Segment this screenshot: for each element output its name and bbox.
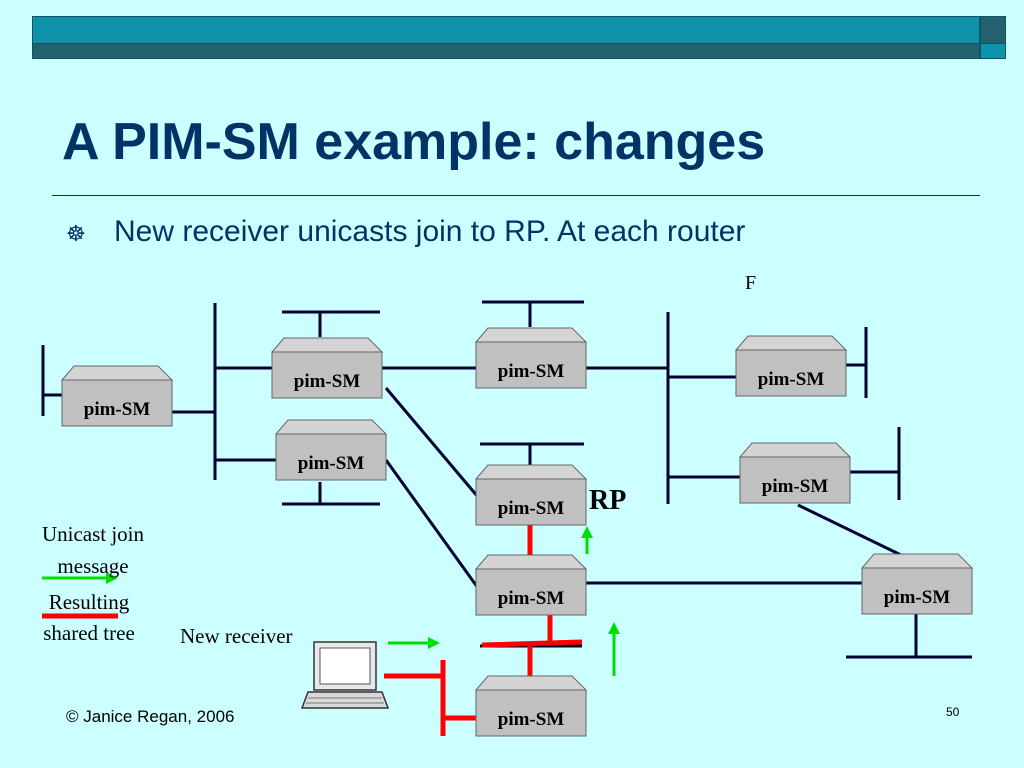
router-label: pim-SM xyxy=(498,588,565,609)
legend-tree-line2: shared tree xyxy=(43,621,135,645)
router-label: pim-SM xyxy=(498,361,565,382)
legend-arrowhead xyxy=(106,572,118,584)
router-9: pim-SM xyxy=(474,675,588,737)
corner-square-bottom xyxy=(980,43,1006,59)
laptop-icon xyxy=(300,641,390,709)
f-label: F xyxy=(745,272,757,294)
bullet-text: New receiver unicasts join to RP. At eac… xyxy=(114,215,746,248)
router-label: pim-SM xyxy=(298,453,365,474)
join-arrowhead xyxy=(581,526,593,538)
router-8: pim-SM xyxy=(860,553,974,615)
router-1: pim-SM xyxy=(60,365,174,427)
router-2: pim-SM xyxy=(270,337,384,399)
legend-tree-line1: Resulting xyxy=(48,590,130,614)
join-arrowhead xyxy=(608,622,620,634)
router-label: pim-SM xyxy=(758,369,825,390)
footer-copyright: © Janice Regan, 2006 xyxy=(66,707,235,726)
bullet-icon: ☸ xyxy=(66,222,86,247)
join-arrowhead xyxy=(428,637,440,649)
router-label: pim-SM xyxy=(294,371,361,392)
title-bar-bottom xyxy=(32,43,980,59)
rp-label: RP xyxy=(589,485,627,516)
page-number: 50 xyxy=(946,705,960,719)
router-7: pim-SM xyxy=(474,554,588,616)
router-label: pim-SM xyxy=(884,587,951,608)
slide-title: A PIM-SM example: changes xyxy=(62,113,766,171)
router-label: pim-SM xyxy=(498,498,565,519)
router-label: pim-SM xyxy=(84,399,151,420)
legend-unicast-line1: Unicast join xyxy=(41,522,145,546)
router-4: pim-SM xyxy=(474,327,588,389)
router-3: pim-SM xyxy=(274,419,388,481)
shared-tree xyxy=(42,522,583,736)
new-receiver-label: New receiver xyxy=(180,624,293,648)
link-line xyxy=(384,459,480,589)
title-divider xyxy=(52,195,980,196)
join-arrows xyxy=(42,526,620,676)
link-line xyxy=(384,387,480,498)
router-5: pim-SM xyxy=(734,335,848,397)
tree-line xyxy=(481,639,583,648)
router-6: pim-SM xyxy=(738,442,852,504)
router-label: pim-SM xyxy=(498,709,565,730)
network-links xyxy=(41,300,972,659)
router-label: pim-SM xyxy=(762,476,829,497)
router-rp: pim-SM xyxy=(474,464,588,526)
legend-unicast-line2: message xyxy=(57,554,129,578)
link-line xyxy=(797,503,904,558)
